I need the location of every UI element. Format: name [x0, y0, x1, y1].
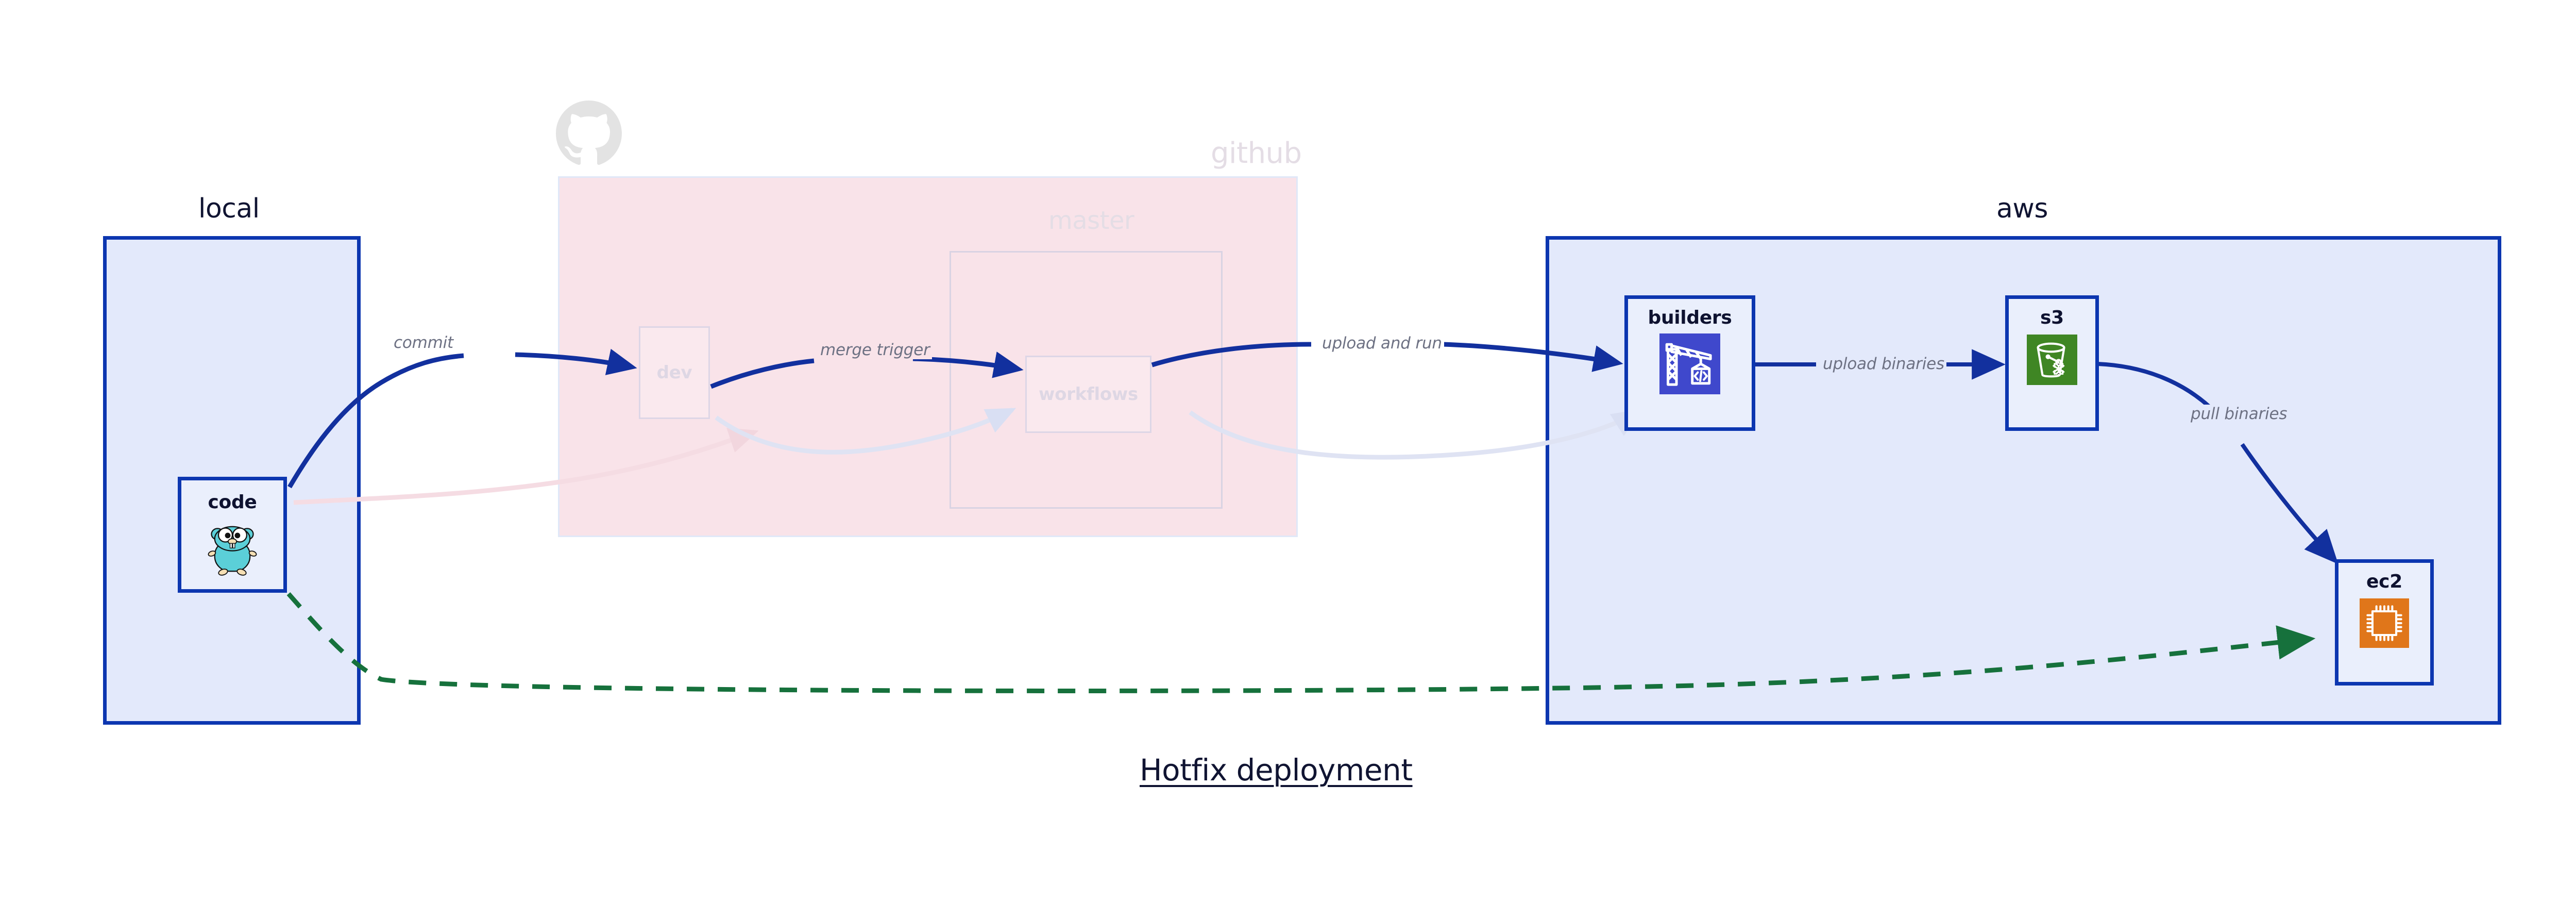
node-ec2[interactable]: ec2: [2335, 559, 2434, 686]
ghost-edge-workflows-builders: [1189, 409, 1642, 460]
node-label-builders: builders: [1648, 307, 1732, 328]
node-label-workflows: workflows: [1039, 384, 1138, 405]
node-code[interactable]: code: [178, 477, 287, 593]
edge-hotfix-direct: [286, 592, 2316, 693]
edge-upload-run-part1: [1151, 342, 1312, 368]
node-label-code: code: [208, 492, 257, 513]
edge-label-upload-binaries: upload binaries: [1821, 355, 1946, 373]
edge-merge-trigger-part1: [710, 358, 815, 389]
edge-merge-trigger-part2: [912, 352, 1024, 378]
node-label-s3: s3: [2040, 307, 2064, 328]
node-dev[interactable]: dev: [639, 326, 710, 419]
edge-label-upload-and-run: upload and run: [1320, 334, 1444, 353]
aws-s3-bucket-icon: [2027, 335, 2077, 385]
edge-label-merge-trigger: merge trigger: [818, 341, 932, 359]
node-workflows[interactable]: workflows: [1025, 356, 1151, 433]
node-s3[interactable]: s3: [2005, 295, 2099, 431]
go-gopher-icon: [208, 526, 257, 576]
edge-upload-run-part2: [1442, 342, 1623, 372]
ghost-edge-dev-workflows: [715, 407, 1016, 455]
edge-label-pull-binaries: pull binaries: [2189, 405, 2290, 423]
diagram-title: Hotfix deployment: [1140, 753, 1413, 788]
group-label-github: github: [1211, 137, 1302, 170]
edge-pull-binaries-part2: [2240, 443, 2338, 564]
node-label-dev: dev: [656, 362, 692, 383]
group-label-master: master: [1048, 206, 1134, 235]
group-label-aws: aws: [1996, 193, 2048, 224]
node-label-ec2: ec2: [2366, 571, 2402, 592]
aws-codebuild-icon: [1659, 333, 1720, 394]
ghost-edge-code-dev: [293, 428, 759, 505]
edge-commit-part1: [287, 353, 464, 489]
node-builders[interactable]: builders: [1624, 295, 1755, 431]
github-octocat-icon: [556, 101, 622, 165]
edge-pull-binaries-part1: [2097, 362, 2217, 414]
aws-ec2-chip-icon: [2360, 598, 2409, 648]
group-master[interactable]: [950, 251, 1223, 509]
edge-commit-part2: [515, 348, 637, 375]
edge-label-commit: commit: [392, 333, 455, 352]
group-label-local: local: [198, 193, 260, 224]
